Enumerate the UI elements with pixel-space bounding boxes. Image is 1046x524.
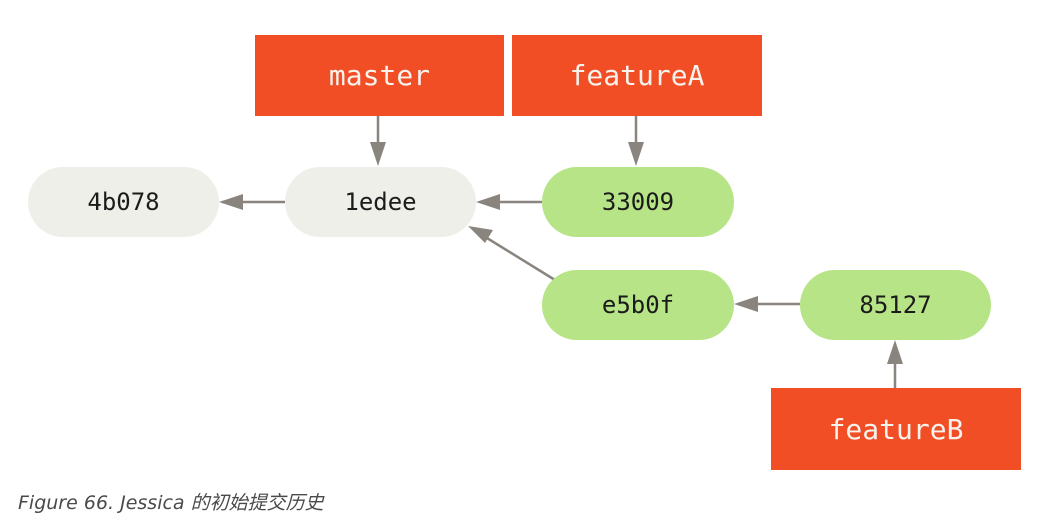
commit-hash: 4b078 (87, 188, 160, 216)
branch-featureB: featureB (771, 388, 1021, 470)
commit-hash: 1edee (344, 188, 417, 216)
edges-layer (219, 116, 903, 388)
figure-caption: Figure 66. Jessica 的初始提交历史 (18, 492, 324, 514)
arrowhead-featureB-to-85127 (887, 340, 903, 364)
branch-label: master (328, 59, 431, 92)
commit-33009: 33009 (542, 167, 734, 237)
arrowhead-85127-to-e5b0f (734, 296, 758, 312)
arrowhead-33009-to-1edee (476, 194, 500, 210)
commit-85127: 85127 (800, 270, 991, 340)
branch-label: featureB (828, 412, 964, 446)
arrowhead-master-to-1edee (370, 142, 386, 166)
arrowhead-e5b0f-to-1edee (468, 226, 493, 243)
branch-label: featureA (569, 59, 705, 92)
commit-e5b0f: e5b0f (542, 270, 734, 340)
commit-4b078: 4b078 (28, 167, 219, 237)
commit-hash: 85127 (859, 291, 932, 319)
arrowhead-1edee-to-4b078 (219, 194, 243, 210)
commit-hash: e5b0f (601, 291, 675, 319)
branch-master: master (255, 35, 504, 116)
branch-featureA: featureA (512, 35, 762, 116)
commit-hash: 33009 (601, 188, 675, 216)
commit-1edee: 1edee (285, 167, 476, 237)
arrowhead-featureA-to-33009 (628, 142, 644, 166)
